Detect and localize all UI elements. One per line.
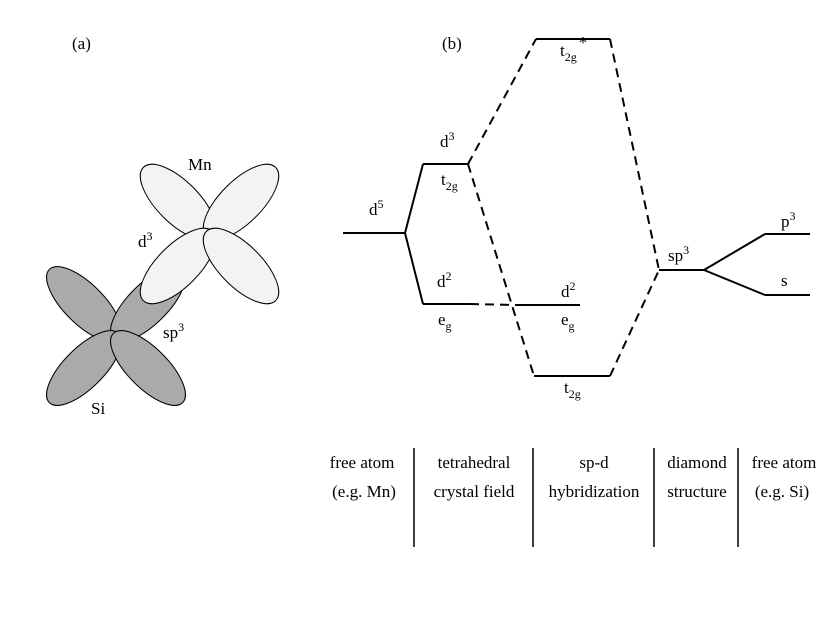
t2g-cf-label: t2g [441, 170, 458, 193]
dash-eg-to-hyb [469, 303, 517, 306]
sp3-label: sp3 [668, 243, 689, 265]
col-4-line1: diamond [667, 453, 727, 472]
split-s-line [703, 269, 766, 296]
column-separators [413, 448, 739, 547]
d2-hyb-label: d2 [561, 279, 576, 301]
dashed-lines [467, 38, 660, 377]
split-down-line [404, 232, 424, 305]
col-2-line1: tetrahedral [438, 453, 511, 472]
d3-label: d3 [440, 129, 455, 151]
d5-label: d5 [369, 197, 384, 219]
solid-lines [343, 38, 810, 377]
dash-t2g-to-bond [467, 163, 535, 377]
mn-lobe-lr [202, 227, 280, 305]
col-4-line2: structure [667, 482, 726, 501]
eg-cf-label: eg [438, 310, 452, 333]
t2g-star-label: t2g* [560, 33, 587, 64]
col-3-line1: sp-d [579, 453, 609, 472]
p3-label: p3 [781, 209, 796, 231]
split-up-line [404, 163, 424, 234]
si-label: Si [91, 399, 105, 418]
si-orbital [46, 266, 186, 406]
col-1-line1: free atom [330, 453, 395, 472]
panel-b-label: (b) [442, 34, 462, 53]
mn-orbital [139, 163, 280, 305]
mn-d3-label: d3 [138, 229, 153, 251]
panel-a-label: (a) [72, 34, 91, 53]
dash-t2g-to-star [467, 38, 537, 165]
col-5-line2: (e.g. Si) [755, 482, 809, 501]
t2g-bond-label: t2g [564, 378, 581, 401]
col-2-line2: crystal field [434, 482, 515, 501]
col-1-line2: (e.g. Mn) [332, 482, 396, 501]
col-3-line2: hybridization [549, 482, 640, 501]
dash-star-to-sp3 [609, 38, 660, 271]
col-5-line1: free atom [752, 453, 817, 472]
s-label: s [781, 271, 788, 290]
mn-label: Mn [188, 155, 212, 174]
eg-hyb-label: eg [561, 310, 575, 333]
si-sp3-label: sp3 [163, 320, 184, 342]
si-lobe-lr [110, 330, 186, 406]
split-p3-line [703, 233, 766, 271]
d2-cf-label: d2 [437, 269, 452, 291]
dash-bond-to-sp3 [609, 269, 660, 377]
